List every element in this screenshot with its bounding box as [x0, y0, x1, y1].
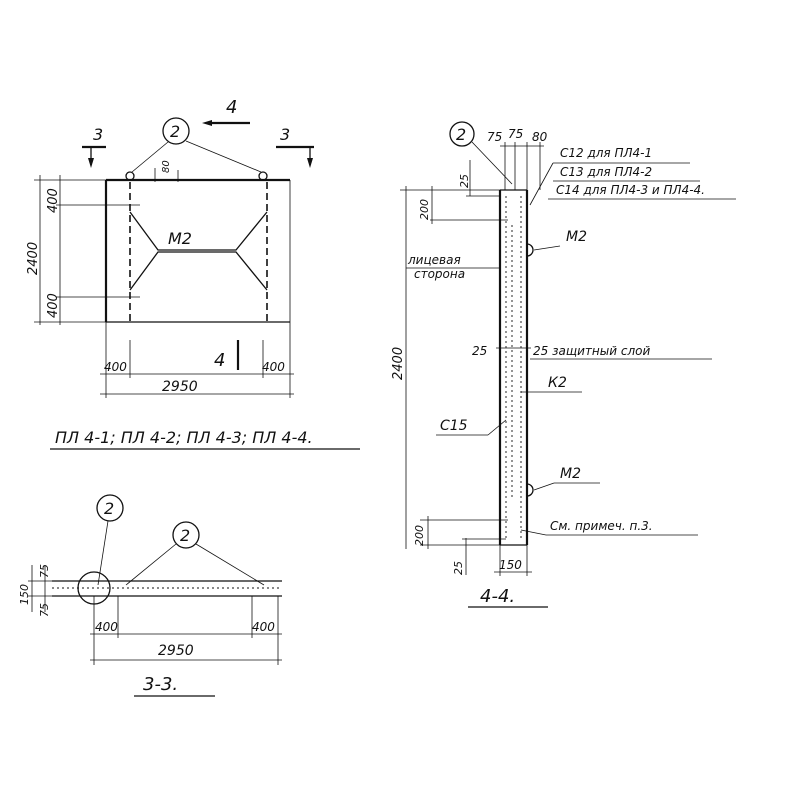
label-c13: С13 для ПЛ4-2 [560, 165, 652, 179]
callout-2-section33-b [172, 521, 200, 549]
dim-44-200-bottom-label: 200 [413, 525, 426, 546]
dim-33-400-left-label: 400 [95, 620, 118, 634]
section-3-left-arrowhead [88, 158, 94, 168]
label-m2-top: М2 [566, 229, 587, 245]
embed-m2-label: M2 [168, 229, 192, 248]
section-3-right-label: 3 [280, 125, 290, 144]
panel-elevation-view: M2 80 2 3 3 4 2400 400 400 [26, 97, 360, 450]
dim-44-25-bottom-label: 25 [452, 561, 465, 575]
dim-400-right-label: 400 [262, 360, 285, 374]
dim-2400-label: 2400 [26, 242, 41, 275]
callout-leader-33-c [195, 543, 265, 586]
section-4-4-title: 4-4. [480, 586, 515, 607]
callout-2-section44 [449, 121, 475, 147]
dim-150-label: 150 [18, 584, 31, 605]
dim-44-150-label: 150 [499, 558, 522, 572]
callout-leader-44 [471, 141, 513, 185]
dim-400-left-label: 400 [104, 360, 127, 374]
label-face-1: лицевая [407, 253, 461, 267]
label-k2: К2 [548, 375, 567, 391]
panel-caption: ПЛ 4-1; ПЛ 4-2; ПЛ 4-3; ПЛ 4-4. [55, 428, 313, 447]
label-c-leader [529, 162, 554, 206]
dim-33-2950-label: 2950 [158, 643, 194, 659]
section-4-top-arrowhead [202, 120, 212, 126]
lifting-loop-left [125, 171, 135, 181]
section-3-3-title: 3-3. [143, 674, 178, 695]
callout-2-section33-a-number: 2 [104, 499, 114, 518]
section-3-left-label: 3 [93, 125, 103, 144]
callout-leader-right [185, 140, 262, 173]
embed-m2-bottom-shape [526, 483, 534, 497]
label-c14: С14 для ПЛ4-3 и ПЛ4-4. [556, 183, 705, 197]
section-4-4-view: 75 75 80 2 С12 для ПЛ4-1 С13 для ПЛ4-2 С… [391, 121, 736, 608]
label-m2-bottom: М2 [560, 466, 581, 482]
dim-80-label: 80 [161, 160, 172, 173]
label-face-2: сторона [414, 267, 465, 281]
dim-44-25-top-label: 25 [458, 174, 471, 188]
callout-2-section33-a [96, 494, 124, 522]
callout-2-top [162, 117, 190, 145]
label-c15: С15 [440, 418, 468, 434]
label-note-leader [520, 529, 547, 536]
dim-2950-label: 2950 [162, 379, 198, 395]
label-m2-top-leader [533, 245, 561, 251]
section-3-right-arrowhead [307, 158, 313, 168]
callout-2-section33-b-number: 2 [180, 526, 190, 545]
embed-m2-lower [129, 251, 268, 291]
dim-75-top-label: 75 [38, 564, 51, 578]
label-note: См. примеч. п.3. [550, 519, 653, 533]
label-c12: С12 для ПЛ4-1 [560, 146, 652, 160]
callout-leader-33-b [125, 543, 177, 586]
label-m2-bottom-leader [533, 482, 555, 491]
dim-44-200-top-label: 200 [418, 199, 431, 220]
dim-44-75-b: 75 [508, 127, 523, 141]
dim-33-400-right-label: 400 [252, 620, 275, 634]
label-cover: 25 защитный слой [533, 344, 650, 358]
dim-75-bottom-label: 75 [38, 603, 51, 617]
section-4-top-label: 4 [226, 97, 237, 118]
embed-m2-upper [129, 211, 268, 251]
dim-44-75-a: 75 [487, 130, 502, 144]
label-c15-leader [487, 419, 507, 436]
callout-leader-33-a [97, 520, 109, 586]
callout-2-section44-number: 2 [456, 125, 466, 144]
embed-m2-top-shape [526, 243, 534, 257]
callout-leader-left [131, 141, 169, 173]
callout-2-top-number: 2 [170, 122, 180, 141]
section-3-3-view: 2 2 150 75 75 400 400 2950 3-3. [18, 494, 282, 697]
dim-44-2400-label: 2400 [391, 347, 406, 380]
dim-400-top-label: 400 [46, 188, 61, 213]
lifting-loop-right [258, 171, 268, 181]
section-4-bottom-label: 4 [214, 350, 225, 371]
dim-400-bottom-label: 400 [46, 293, 61, 318]
dim-44-25-left-label: 25 [472, 344, 487, 358]
dim-44-80: 80 [532, 130, 548, 144]
